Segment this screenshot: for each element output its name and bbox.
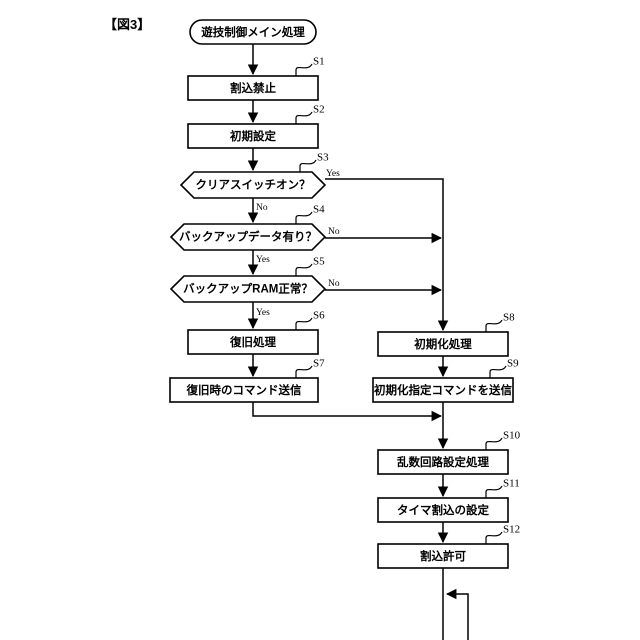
branch-label-s5-yes: Yes [256, 308, 270, 318]
step-label-s12: S12 [503, 524, 520, 536]
node-s5[interactable]: バックアップRAM正常？ [169, 275, 327, 303]
node-start-label: 遊技制御メイン処理 [201, 25, 305, 39]
branch-label-s3-no: No [256, 203, 268, 213]
step-label-s4: S4 [313, 204, 325, 216]
leader-s12 [485, 531, 503, 544]
node-s11[interactable]: タイマ割込の設定 [377, 497, 509, 523]
node-s2[interactable]: 初期設定 [187, 123, 319, 149]
leader-s9 [489, 365, 507, 378]
step-label-s1: S1 [313, 56, 325, 68]
node-s3[interactable]: クリアスイッチオン？ [179, 171, 327, 199]
step-label-s2: S2 [313, 104, 325, 116]
node-s8[interactable]: 初期化処理 [377, 331, 509, 357]
branch-label-s5-no: No [328, 279, 340, 289]
step-label-s3: S3 [317, 152, 329, 164]
step-label-s6: S6 [313, 310, 325, 322]
node-s10-label: 乱数回路設定処理 [397, 455, 489, 469]
branch-label-s4-no: No [328, 227, 340, 237]
leader-s7 [295, 365, 313, 378]
node-s6-label: 復旧処理 [229, 335, 276, 349]
node-start[interactable]: 遊技制御メイン処理 [189, 19, 317, 45]
node-s3-label: クリアスイッチオン？ [196, 179, 311, 192]
node-s12-label: 割込許可 [420, 549, 466, 563]
leader-s3 [299, 159, 317, 172]
node-s7-label: 復旧時のコマンド送信 [186, 383, 302, 397]
step-label-s5: S5 [313, 256, 325, 268]
edge-s3-yes [325, 178, 449, 332]
leader-s8 [485, 319, 503, 332]
step-label-s9: S9 [507, 358, 519, 370]
node-s9[interactable]: 初期化指定コマンドを送信 [372, 377, 514, 403]
node-s8-label: 初期化処理 [414, 337, 472, 351]
leader-s1 [295, 63, 313, 76]
step-label-s11: S11 [503, 478, 520, 490]
branch-label-s3-yes: Yes [326, 169, 340, 179]
branch-label-s4-yes: Yes [256, 255, 270, 265]
node-s5-label: バックアップRAM正常？ [183, 282, 313, 296]
node-s11-label: タイマ割込の設定 [397, 503, 489, 517]
node-s6[interactable]: 復旧処理 [187, 329, 319, 355]
leader-s11 [485, 485, 503, 498]
figure-title: 【図3】 [104, 17, 151, 32]
edge-s7-to-s10 [252, 402, 443, 422]
edge-loop-back [445, 588, 469, 640]
node-s9-label: 初期化指定コマンドを送信 [374, 383, 512, 397]
leader-s2 [295, 111, 313, 124]
node-s1-label: 割込禁止 [230, 81, 276, 95]
node-s4[interactable]: バックアップデータ有り？ [169, 223, 327, 251]
node-s10[interactable]: 乱数回路設定処理 [377, 449, 509, 475]
node-s4-label: バックアップデータ有り？ [179, 230, 317, 244]
node-s1[interactable]: 割込禁止 [187, 75, 319, 101]
step-label-s10: S10 [503, 430, 521, 442]
node-s12[interactable]: 割込許可 [377, 543, 509, 569]
leader-s5 [295, 263, 313, 276]
node-s2-label: 初期設定 [230, 129, 276, 143]
leader-s6 [295, 317, 313, 330]
step-label-s7: S7 [313, 358, 325, 370]
step-label-s8: S8 [503, 312, 515, 324]
leader-s4 [295, 211, 313, 224]
leader-s10 [485, 437, 503, 450]
node-s7[interactable]: 復旧時のコマンド送信 [169, 377, 319, 403]
